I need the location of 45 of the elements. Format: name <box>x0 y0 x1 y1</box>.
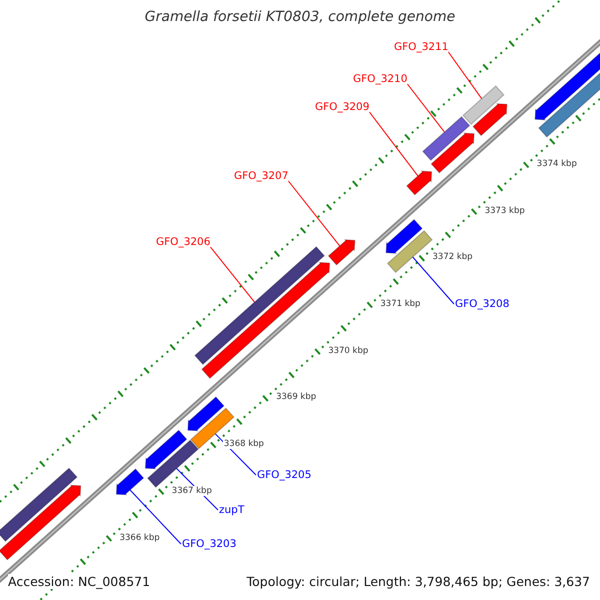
gene-feature <box>116 468 144 496</box>
tick-label: 3367 kbp <box>170 486 213 496</box>
leader-line <box>214 433 256 476</box>
gene-feature <box>406 170 432 196</box>
gene-label: zupT <box>219 504 244 516</box>
tick-label: 3368 kbp <box>222 439 265 450</box>
gene-feature <box>201 262 330 379</box>
tick-label: 3370 kbp <box>327 346 370 356</box>
gene-bar <box>422 116 470 161</box>
leader-line <box>448 52 482 100</box>
gene-label: GFO_3206 <box>156 236 210 248</box>
tick-label: 3366 kbp <box>118 532 161 542</box>
tick-label: 3369 kbp <box>275 392 318 402</box>
gene-bar <box>0 468 78 542</box>
diagram-title: Gramella forsetii KT0803, complete genome <box>144 9 456 25</box>
gene-bar <box>194 246 325 366</box>
tick-label: 3374 kbp <box>536 159 578 169</box>
leader-line <box>406 84 445 132</box>
gene-label: GFO_3205 <box>257 469 312 481</box>
gene-label: GFO_3207 <box>234 170 288 182</box>
leader-line <box>412 256 454 304</box>
gene-label: GFO_3203 <box>182 538 236 550</box>
gene-feature <box>187 396 225 432</box>
gene-bar <box>462 85 504 125</box>
genome-info-text: Topology: circular; Length: 3,798,465 bp; Genes: 3,637 <box>246 574 590 589</box>
gene-feature <box>328 239 356 266</box>
gene-feature <box>144 430 188 470</box>
gene-feature <box>472 103 508 136</box>
gene-bar <box>147 440 199 488</box>
tick-label: 3372 kbp <box>432 252 474 262</box>
leader-line <box>130 490 182 544</box>
gene-label: GFO_3210 <box>353 73 408 85</box>
gene-feature <box>430 132 475 174</box>
tick-label: 3371 kbp <box>379 299 422 310</box>
tick-label: 3373 kbp <box>484 206 526 216</box>
gene-label: GFO_3211 <box>394 41 448 53</box>
gene-label: GFO_3208 <box>455 298 510 310</box>
leader-line <box>288 180 340 246</box>
leader-line <box>210 246 255 303</box>
gene-feature <box>0 484 82 560</box>
accession-text: Accession: NC_008571 <box>8 574 150 589</box>
leader-line <box>368 112 418 176</box>
gene-bar <box>386 230 433 274</box>
gene-label: GFO_3209 <box>315 101 370 113</box>
gene-feature <box>386 218 423 254</box>
